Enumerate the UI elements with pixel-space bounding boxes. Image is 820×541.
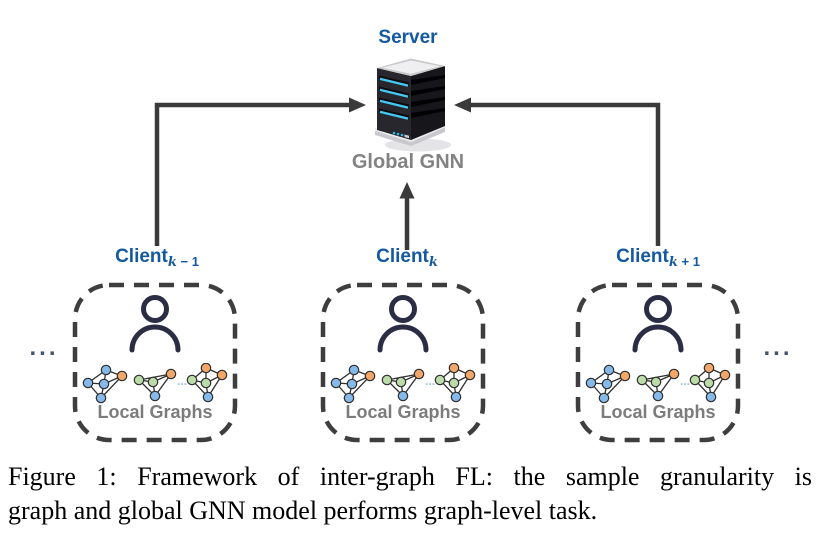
client-base: Client [616, 246, 669, 267]
more-clients-ellipsis-right: ... [763, 334, 793, 361]
client-label-k-plus-1: Clientk + 1 [578, 244, 738, 276]
inter-graph-ellipsis: ... [177, 374, 187, 388]
person-icon [377, 295, 429, 353]
arrowhead-middle [399, 182, 415, 199]
client-subscript-op: + 1 [677, 254, 700, 269]
caption-line-2: graph and global GNN model performs grap… [8, 496, 598, 525]
client-subscript-op: − 1 [176, 254, 199, 269]
client-label-k: Clientk [327, 244, 487, 276]
person-icon [129, 295, 181, 353]
client-base: Client [115, 246, 168, 267]
server-led-strips [379, 75, 409, 120]
more-clients-ellipsis-left: ... [29, 334, 59, 361]
server-indicator-lights [392, 131, 404, 137]
diagram-strokes [72, 97, 741, 443]
client-subscript-var: k [167, 255, 177, 270]
server-icon [375, 58, 451, 152]
client-base: Client [376, 246, 429, 267]
global-gnn-label: Global GNN [351, 151, 465, 173]
upload-arrow-left [154, 102, 349, 246]
caption-line-1: Figure 1: Framework of inter-graph FL: t… [8, 462, 812, 491]
upload-arrow-right [470, 102, 661, 246]
server-label: Server [378, 27, 438, 48]
client-box-k [320, 282, 486, 443]
client-label-k-minus-1: Clientk − 1 [77, 244, 237, 276]
local-graphs-label: Local Graphs [97, 402, 213, 422]
local-graphs-icon: ... [82, 363, 228, 404]
arrowhead-left [349, 97, 366, 113]
local-graphs-icon: ... [330, 363, 476, 404]
local-graphs-label: Local Graphs [345, 402, 461, 422]
person-icon [632, 295, 684, 353]
arrowhead-right [454, 97, 471, 113]
client-subscript-var: k [428, 255, 438, 270]
inter-graph-ellipsis: ... [425, 374, 435, 388]
local-graphs-icon: ... [585, 363, 731, 404]
client-box-k-plus-1 [575, 282, 741, 443]
figure-caption: Figure 1: Framework of inter-graph FL: t… [8, 460, 812, 528]
client-box-k-minus-1 [72, 282, 238, 443]
client-subscript-var: k [668, 255, 678, 270]
local-graphs-label: Local Graphs [600, 402, 716, 422]
inter-graph-ellipsis: ... [680, 374, 690, 388]
